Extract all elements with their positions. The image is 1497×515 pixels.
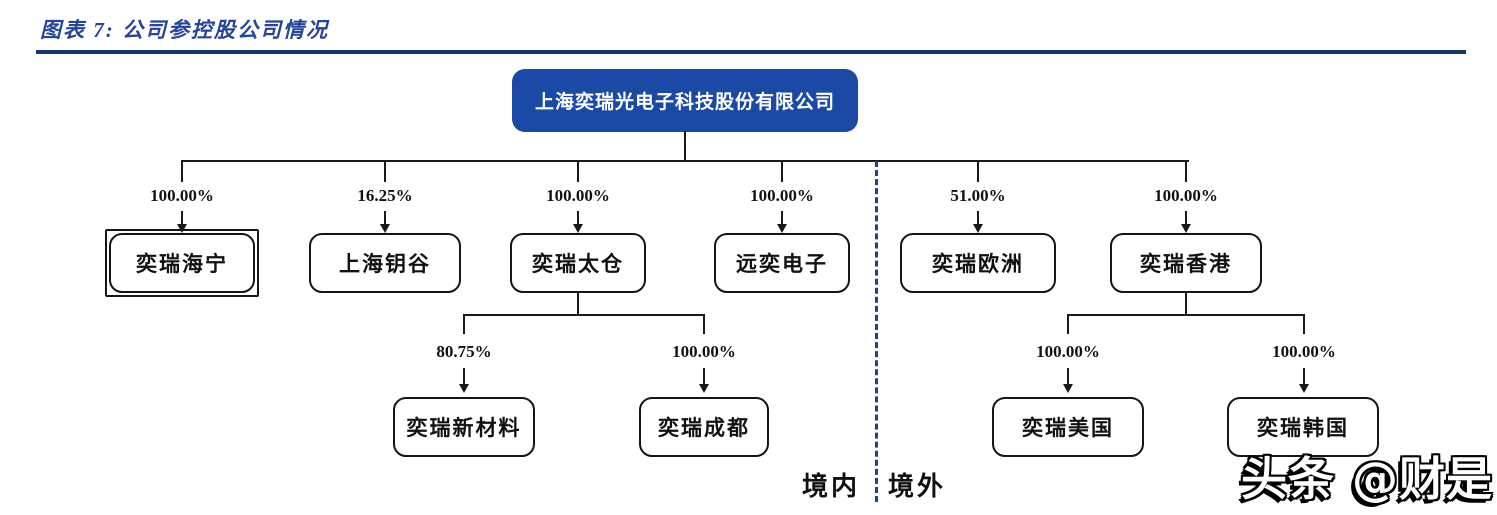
connector-stub <box>577 160 579 182</box>
region-label-overseas: 境外 <box>887 472 946 501</box>
node-root-company: 上海奕瑞光电子科技股份有限公司 <box>512 69 858 132</box>
connector-stem <box>1185 293 1187 316</box>
connector-stub <box>181 160 183 182</box>
ownership-percent: 80.75% <box>436 342 492 361</box>
ownership-percent: 100.00% <box>672 342 736 361</box>
connector-level1-bus <box>181 160 1189 162</box>
ownership-percent: 100.00% <box>750 186 814 205</box>
connector-stub <box>1185 160 1187 182</box>
node-subsidiary: 奕瑞香港 <box>1110 233 1262 293</box>
arrow-stem <box>181 211 183 226</box>
arrow-stem <box>384 211 386 226</box>
arrow-down-icon <box>1299 384 1309 393</box>
ownership-percent: 100.00% <box>1154 186 1218 205</box>
arrow-down-icon <box>177 224 187 233</box>
title-divider-rule <box>36 50 1466 54</box>
arrow-stem <box>1185 211 1187 226</box>
arrow-down-icon <box>973 224 983 233</box>
node-subsidiary: 奕瑞海宁 <box>105 229 259 297</box>
connector-stem <box>577 293 579 316</box>
node-subsidiary: 奕瑞美国 <box>992 397 1144 457</box>
arrow-down-icon <box>573 224 583 233</box>
ownership-percent: 100.00% <box>1036 342 1100 361</box>
domestic-overseas-divider <box>875 161 878 502</box>
node-subsidiary: 远奕电子 <box>714 233 850 293</box>
connector-stub <box>781 160 783 182</box>
figure-title: 图表 7: 公司参控股公司情况 <box>40 18 329 42</box>
node-subsidiary: 奕瑞成都 <box>639 397 769 457</box>
connector-root-stem <box>684 131 686 162</box>
node-subsidiary: 奕瑞太仓 <box>510 233 646 293</box>
connector-stub <box>1303 314 1305 334</box>
connector-stub <box>463 314 465 334</box>
ownership-percent: 100.00% <box>1272 342 1336 361</box>
arrow-down-icon <box>1181 224 1191 233</box>
connector-stub <box>703 314 705 334</box>
arrow-down-icon <box>459 384 469 393</box>
connector-stub <box>384 160 386 182</box>
watermark: 头条 @财是 <box>1240 452 1493 506</box>
arrow-stem <box>703 368 705 386</box>
region-label-domestic: 境内 <box>801 472 860 501</box>
arrow-stem <box>577 211 579 226</box>
arrow-down-icon <box>1063 384 1073 393</box>
ownership-percent: 100.00% <box>546 186 610 205</box>
arrow-stem <box>1303 368 1305 386</box>
arrow-stem <box>463 368 465 386</box>
ownership-percent: 16.25% <box>357 186 413 205</box>
arrow-down-icon <box>699 384 709 393</box>
arrow-down-icon <box>777 224 787 233</box>
ownership-percent: 100.00% <box>150 186 214 205</box>
node-subsidiary: 奕瑞新材料 <box>393 397 535 457</box>
ownership-percent: 51.00% <box>950 186 1006 205</box>
connector-level2-bus <box>1067 314 1305 316</box>
arrow-stem <box>977 211 979 226</box>
connector-stub <box>977 160 979 182</box>
node-subsidiary: 奕瑞韩国 <box>1227 397 1379 457</box>
connector-level2-bus <box>463 314 705 316</box>
arrow-stem <box>1067 368 1069 386</box>
arrow-stem <box>781 211 783 226</box>
arrow-down-icon <box>380 224 390 233</box>
connector-stub <box>1067 314 1069 334</box>
node-subsidiary: 上海钥谷 <box>309 233 461 293</box>
node-subsidiary: 奕瑞欧洲 <box>900 233 1056 293</box>
